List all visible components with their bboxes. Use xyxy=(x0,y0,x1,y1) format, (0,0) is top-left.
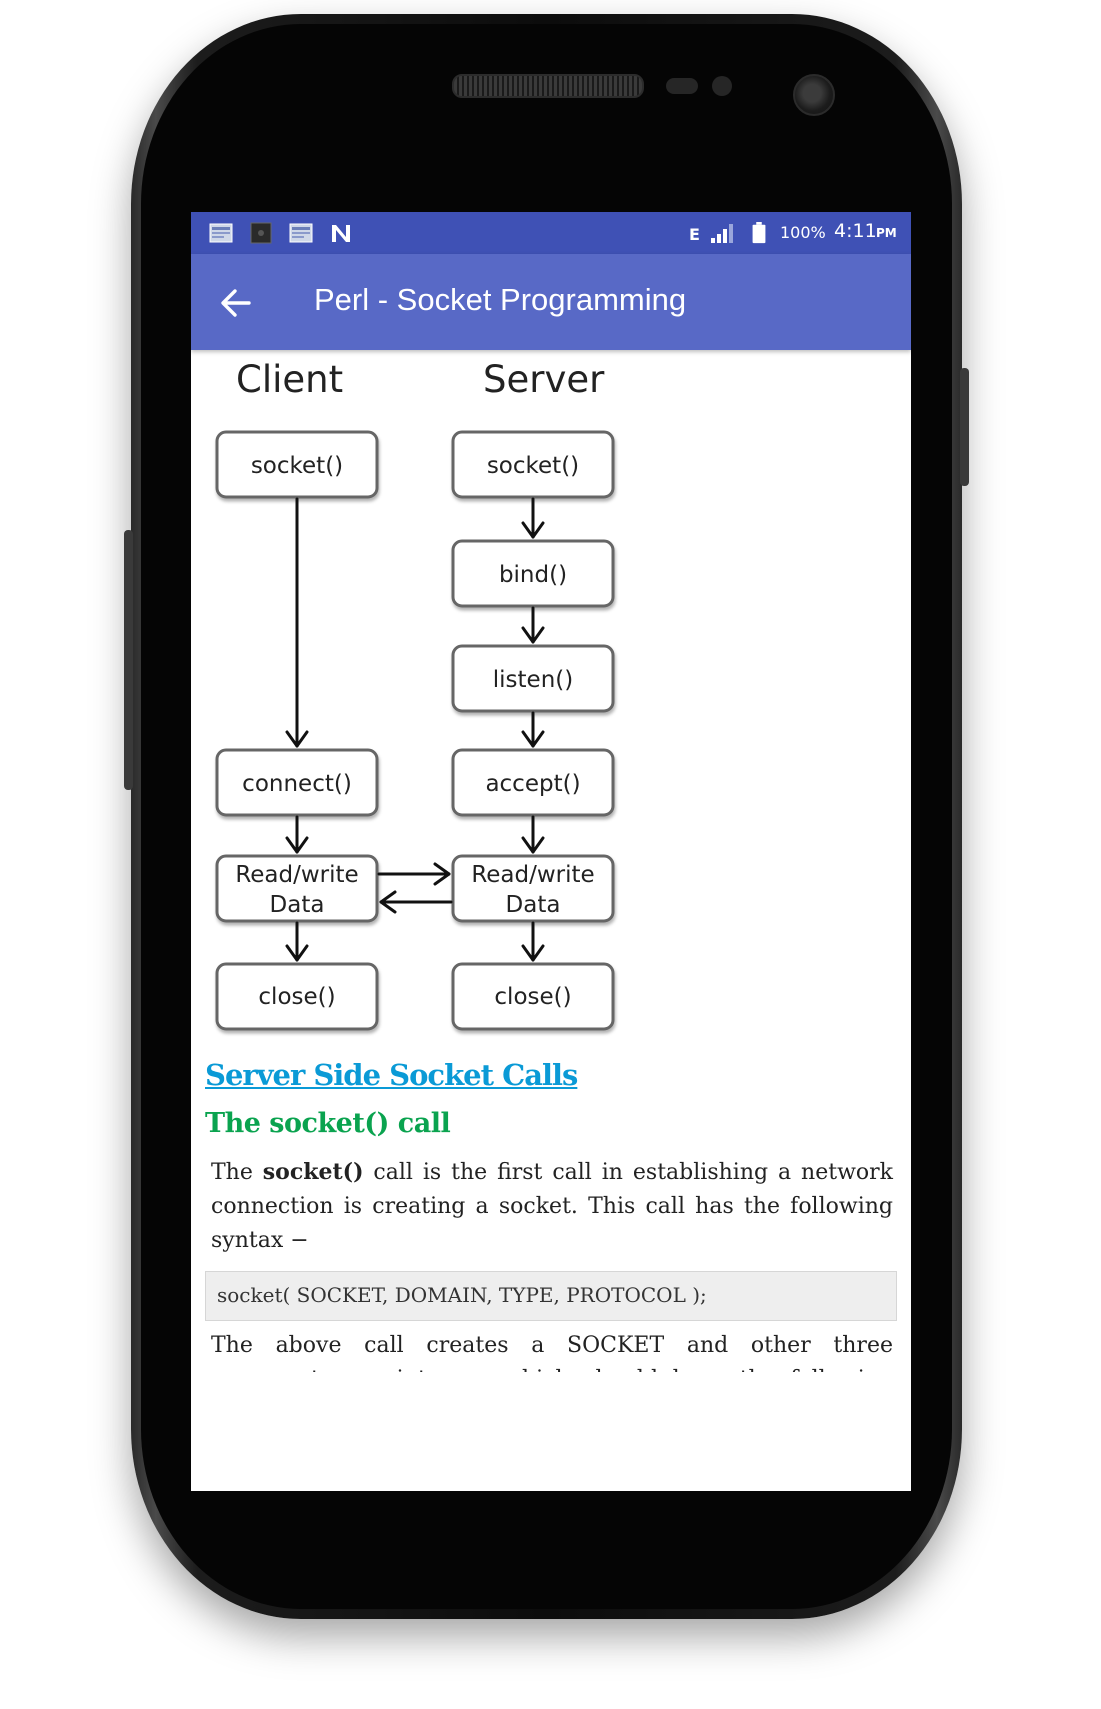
volume-button xyxy=(124,530,133,790)
server-close-text: close() xyxy=(494,984,571,1010)
server-socket-box: socket() xyxy=(451,430,615,499)
arrow-server-socket-to-bind xyxy=(521,497,545,539)
notification-camera-icon xyxy=(250,222,272,244)
battery-percent: 100% xyxy=(780,223,826,242)
client-socket-box: socket() xyxy=(215,430,379,499)
clock-ampm: PM xyxy=(876,226,897,240)
server-bind-box: bind() xyxy=(451,539,615,608)
syntax-code-text: socket( SOCKET, DOMAIN, TYPE, PROTOCOL )… xyxy=(217,1283,707,1307)
server-listen-text: listen() xyxy=(493,667,573,693)
clock-time: 4:11 xyxy=(834,220,877,242)
earpiece-speaker xyxy=(452,74,644,98)
server-socket-text: socket() xyxy=(487,453,579,479)
client-connect-text: connect() xyxy=(242,771,352,797)
para1-bold: socket() xyxy=(262,1159,364,1185)
nfc-n-icon xyxy=(332,225,350,242)
battery-icon xyxy=(752,222,766,244)
syntax-code-block: socket( SOCKET, DOMAIN, TYPE, PROTOCOL )… xyxy=(205,1271,897,1321)
server-readwrite-box: Read/write Data xyxy=(451,854,615,923)
server-accept-text: accept() xyxy=(485,771,580,797)
arguments-description: The above call creates a SOCKET and othe… xyxy=(211,1333,893,1372)
client-connect-box: connect() xyxy=(215,748,379,817)
server-listen-box: listen() xyxy=(451,644,615,713)
front-camera xyxy=(793,74,835,116)
arrow-client-to-server xyxy=(377,862,451,886)
server-readwrite-text-1: Read/write xyxy=(471,862,594,888)
arrow-client-connect-to-readwrite xyxy=(285,815,309,854)
network-type-label: E xyxy=(689,225,700,244)
back-arrow-icon[interactable] xyxy=(219,286,253,320)
client-readwrite-text-2: Data xyxy=(270,892,325,918)
server-accept-box: accept() xyxy=(451,748,615,817)
client-readwrite-box: Read/write Data xyxy=(215,854,379,923)
server-close-box: close() xyxy=(451,962,615,1031)
notification-app-icon xyxy=(209,223,233,243)
socket-call-description: The socket() call is the first call in e… xyxy=(211,1155,893,1258)
arrow-server-to-client xyxy=(379,890,453,914)
server-readwrite-text-2: Data xyxy=(506,892,561,918)
power-button xyxy=(960,368,969,486)
server-bind-text: bind() xyxy=(499,562,567,588)
subsection-title: The socket() call xyxy=(205,1108,451,1139)
para1-pre: The xyxy=(211,1160,263,1185)
arrow-client-socket-to-connect xyxy=(285,497,309,748)
page-title: Perl - Socket Programming xyxy=(314,282,687,317)
arrow-server-bind-to-listen xyxy=(521,606,545,644)
arrow-server-readwrite-to-close xyxy=(521,921,545,962)
server-label: Server xyxy=(483,358,605,401)
paragraph-clip: The above call creates a SOCKET and othe… xyxy=(191,1329,911,1372)
client-label: Client xyxy=(236,358,343,401)
arrow-client-readwrite-to-close xyxy=(285,921,309,962)
arrow-server-listen-to-accept xyxy=(521,711,545,748)
proximity-sensor xyxy=(666,78,698,94)
para1-post: call is the first call in establishing a… xyxy=(211,1160,893,1253)
client-close-box: close() xyxy=(215,962,379,1031)
client-readwrite-text-1: Read/write xyxy=(235,862,358,888)
socket-flow-diagram: Client Server socket() connect() Read/wr… xyxy=(215,358,615,1031)
light-sensor xyxy=(712,76,732,96)
app-toolbar: Perl - Socket Programming xyxy=(191,254,911,350)
signal-strength-icon xyxy=(711,224,733,243)
notification-app-icon-2 xyxy=(289,223,313,243)
arrow-server-accept-to-readwrite xyxy=(521,815,545,854)
screen: E 100% 4:11 PM Perl - Socket Programming… xyxy=(191,212,911,1491)
status-bar: E 100% 4:11 PM xyxy=(191,212,911,254)
section-title-link[interactable]: Server Side Socket Calls xyxy=(205,1058,578,1092)
client-close-text: close() xyxy=(258,984,335,1010)
client-socket-text: socket() xyxy=(251,453,343,479)
